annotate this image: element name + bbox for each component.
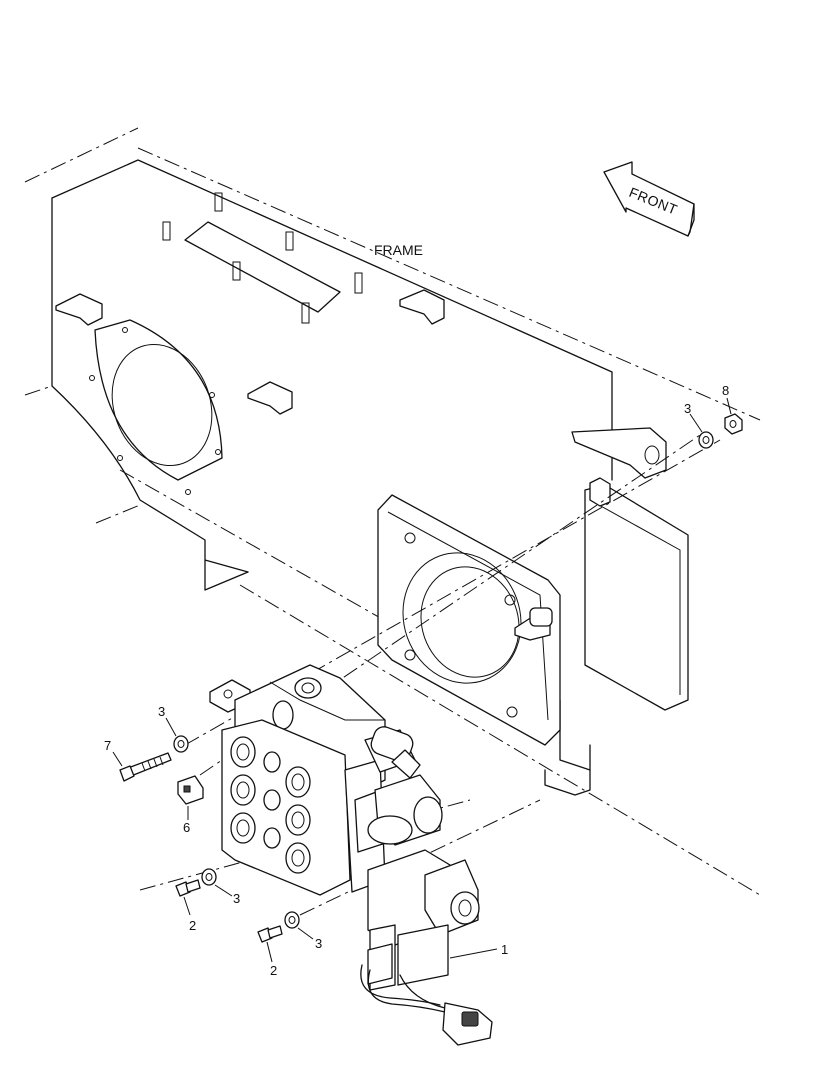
leader-lines <box>112 397 732 963</box>
frame-label: FRAME <box>374 242 423 258</box>
bolt-2-upper <box>175 879 201 897</box>
callout-7: 7 <box>104 738 111 753</box>
callout-2-lower: 2 <box>270 963 277 978</box>
nut-8 <box>724 413 743 435</box>
valve-ports <box>230 736 311 874</box>
callout-3-right: 3 <box>684 401 691 416</box>
callout-8: 8 <box>722 383 729 398</box>
callout-2-upper: 2 <box>189 918 196 933</box>
adapter-plate <box>377 494 561 746</box>
bolt-7 <box>119 752 172 782</box>
callout-1: 1 <box>501 942 508 957</box>
front-arrow: FRONT <box>603 161 695 237</box>
control-valve-assembly <box>209 664 493 1046</box>
washer-3-middle <box>201 868 217 886</box>
callout-3-top: 3 <box>158 704 165 719</box>
washer-3-top <box>173 735 189 753</box>
callout-3-middle: 3 <box>233 891 240 906</box>
frame-outline <box>24 127 761 896</box>
washer-3-lower <box>284 911 300 929</box>
washer-3-right <box>698 431 714 449</box>
bolt-2-lower <box>257 925 283 943</box>
callout-6: 6 <box>183 820 190 835</box>
clip-6 <box>177 775 204 805</box>
callout-3-lower: 3 <box>315 936 322 951</box>
